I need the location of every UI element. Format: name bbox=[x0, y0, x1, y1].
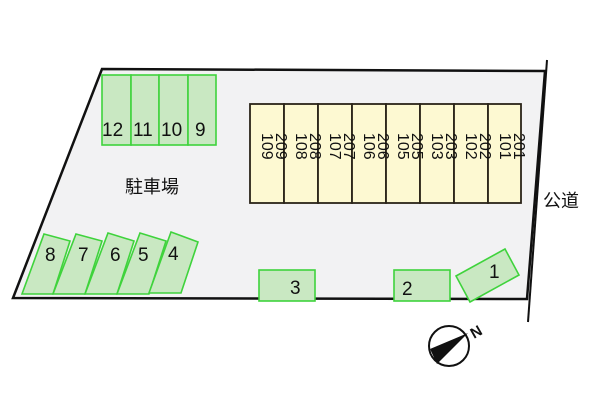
parking-space-1[interactable] bbox=[454, 247, 521, 304]
road-boundary-line bbox=[527, 59, 548, 323]
space-label-9: 9 bbox=[195, 120, 206, 141]
unit-label-202: 202 bbox=[476, 133, 493, 160]
unit-101-201[interactable] bbox=[487, 103, 522, 204]
parking-space-9[interactable] bbox=[187, 74, 217, 146]
parking-space-2[interactable] bbox=[393, 269, 451, 302]
unit-105-205[interactable] bbox=[385, 103, 421, 204]
space-label-12: 12 bbox=[102, 120, 123, 141]
building: 109 209 108 208 107 207 106 206 105 205 bbox=[249, 103, 527, 204]
parking-space-10[interactable] bbox=[158, 74, 189, 146]
north-compass-icon: N bbox=[428, 322, 486, 367]
space-label-7: 7 bbox=[78, 245, 89, 266]
unit-label-208: 208 bbox=[306, 133, 323, 160]
parking-lot-label: 駐車場 bbox=[125, 177, 179, 198]
unit-label-107: 107 bbox=[326, 133, 343, 160]
unit-label-108: 108 bbox=[292, 133, 309, 160]
parking-space-4[interactable] bbox=[147, 230, 200, 294]
unit-106-206[interactable] bbox=[351, 103, 387, 204]
unit-103-203[interactable] bbox=[419, 103, 455, 204]
space-label-5: 5 bbox=[138, 245, 149, 266]
space-label-11: 11 bbox=[133, 120, 153, 141]
space-label-2: 2 bbox=[402, 279, 413, 300]
unit-label-207: 207 bbox=[340, 133, 357, 160]
unit-label-101: 101 bbox=[496, 133, 513, 160]
unit-label-209: 209 bbox=[272, 133, 289, 160]
space-label-3: 3 bbox=[290, 278, 301, 299]
unit-label-205: 205 bbox=[408, 133, 425, 160]
space-label-4: 4 bbox=[168, 244, 179, 265]
unit-label-206: 206 bbox=[374, 133, 391, 160]
space-label-10: 10 bbox=[161, 120, 182, 141]
unit-label-201: 201 bbox=[510, 133, 527, 160]
unit-label-103: 103 bbox=[428, 133, 445, 160]
north-label: N bbox=[468, 322, 486, 342]
parking-row-bottom-left: 8 7 6 5 4 bbox=[20, 230, 200, 295]
space-label-6: 6 bbox=[110, 245, 121, 266]
public-road-label: 公道 bbox=[543, 191, 579, 212]
parking-space-3[interactable] bbox=[258, 269, 316, 302]
unit-label-105: 105 bbox=[394, 133, 411, 160]
unit-label-102: 102 bbox=[462, 133, 479, 160]
parking-space-11[interactable] bbox=[130, 74, 160, 146]
parking-space-12[interactable] bbox=[101, 74, 132, 146]
unit-label-203: 203 bbox=[442, 133, 459, 160]
parking-row-top: 12 11 10 9 bbox=[101, 74, 217, 146]
unit-107-207[interactable] bbox=[317, 103, 353, 204]
space-label-1: 1 bbox=[489, 262, 500, 283]
space-label-8: 8 bbox=[45, 245, 56, 266]
unit-label-109: 109 bbox=[258, 133, 275, 160]
unit-label-106: 106 bbox=[360, 133, 377, 160]
